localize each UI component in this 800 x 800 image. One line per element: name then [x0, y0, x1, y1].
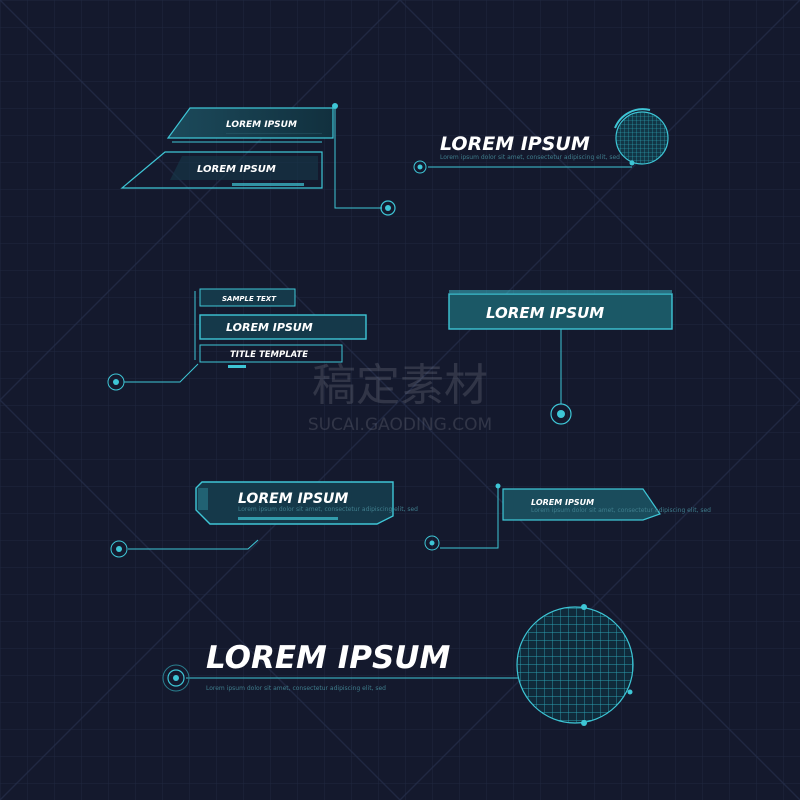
- e6-node-dot: [429, 540, 435, 546]
- e1-connector-line: [334, 106, 382, 209]
- e2-subtitle: Lorem ipsum dolor sit amet, consectetur …: [440, 154, 620, 161]
- hud-element-1: LOREM IPSUM ………………………………………… LOREM IPSUM: [120, 103, 396, 216]
- e5-node-dot: [116, 546, 122, 552]
- hud-element-7: LOREM IPSUM Lorem ipsum dolor sit amet, …: [162, 604, 634, 726]
- e1-bottom-fill: [170, 156, 318, 180]
- watermark-chinese: 稿定素材: [312, 360, 488, 411]
- e2-globe-arc: [614, 108, 651, 129]
- e3-template-label: TITLE TEMPLATE: [230, 350, 308, 360]
- hud-element-6: LOREM IPSUM Lorem ipsum dolor sit amet, …: [424, 483, 711, 551]
- e1-bottom-hatch: [232, 183, 304, 186]
- e3-template-panel: [199, 344, 343, 363]
- e2-title: LOREM IPSUM: [440, 133, 590, 155]
- e1-top-panel: [166, 107, 334, 139]
- e7-title: LOREM IPSUM: [206, 640, 450, 676]
- watermark: 稿定素材 SUCAI.GAODING.COM: [308, 360, 492, 435]
- e1-bottom-panel: [120, 151, 323, 189]
- e6-panel: [502, 488, 661, 521]
- e2-start-node-ring: [413, 160, 427, 174]
- e6-subtitle: Lorem ipsum dolor sit amet, consectetur …: [531, 507, 711, 514]
- e3-title: LOREM IPSUM: [226, 321, 313, 334]
- hud-element-2: LOREM IPSUM Lorem ipsum dolor sit amet, …: [413, 108, 669, 174]
- e3-connector-line: [124, 363, 199, 383]
- e5-title: LOREM IPSUM: [238, 491, 348, 507]
- e6-connector-line: [440, 486, 499, 549]
- e7-globe-top-node: [581, 604, 587, 610]
- e6-title: LOREM IPSUM: [531, 498, 594, 507]
- e6-top-node: [495, 483, 501, 489]
- e4-node-dot: [557, 410, 565, 418]
- hud-element-4: LOREM IPSUM: [448, 290, 673, 425]
- e1-bottom-title: LOREM IPSUM: [197, 164, 276, 175]
- e1-top-title: LOREM IPSUM: [226, 120, 297, 130]
- e5-bottom-hatch: [238, 517, 338, 520]
- e2-globe-mesh: [616, 112, 668, 164]
- e4-node-ring: [550, 403, 572, 425]
- e3-node-dot: [113, 379, 119, 385]
- e7-subtitle: Lorem ipsum dolor sit amet, consectetur …: [206, 685, 386, 692]
- e3-sample-panel: [199, 288, 296, 307]
- e2-globe-node: [629, 160, 635, 166]
- e7-globe-side-node: [627, 689, 633, 695]
- watermark-url: SUCAI.GAODING.COM: [308, 415, 492, 435]
- hud-element-3: SAMPLE TEXT LOREM IPSUM TITLE TEMPLATE: [107, 288, 367, 391]
- e6-node-ring: [424, 535, 440, 551]
- e7-node-ring: [167, 669, 185, 687]
- e2-start-node-dot: [417, 164, 423, 170]
- e3-accent-bar: [228, 365, 246, 368]
- e5-left-hatch: [198, 488, 208, 510]
- e5-panel: [195, 481, 394, 525]
- e1-top-caption-line: …………………………………………: [226, 129, 322, 136]
- e1-top-node: [332, 103, 338, 109]
- e3-node-ring: [107, 373, 125, 391]
- e7-node-outer-ring: [162, 664, 190, 692]
- e7-globe-bottom-node: [581, 720, 587, 726]
- e3-title-panel: [199, 314, 367, 340]
- e5-connector-line: [128, 539, 259, 550]
- e3-sample-text: SAMPLE TEXT: [222, 295, 277, 303]
- e4-top-hatch: [449, 290, 672, 293]
- e1-end-node-ring: [380, 200, 396, 216]
- e7-globe-mesh: [517, 607, 633, 723]
- e7-node-dot: [173, 675, 179, 681]
- hud-element-5: LOREM IPSUM Lorem ipsum dolor sit amet, …: [110, 481, 418, 558]
- e5-node-ring: [110, 540, 128, 558]
- e4-title: LOREM IPSUM: [486, 304, 604, 322]
- e5-subtitle: Lorem ipsum dolor sit amet, consectetur …: [238, 506, 418, 513]
- e1-end-node-dot: [385, 205, 391, 211]
